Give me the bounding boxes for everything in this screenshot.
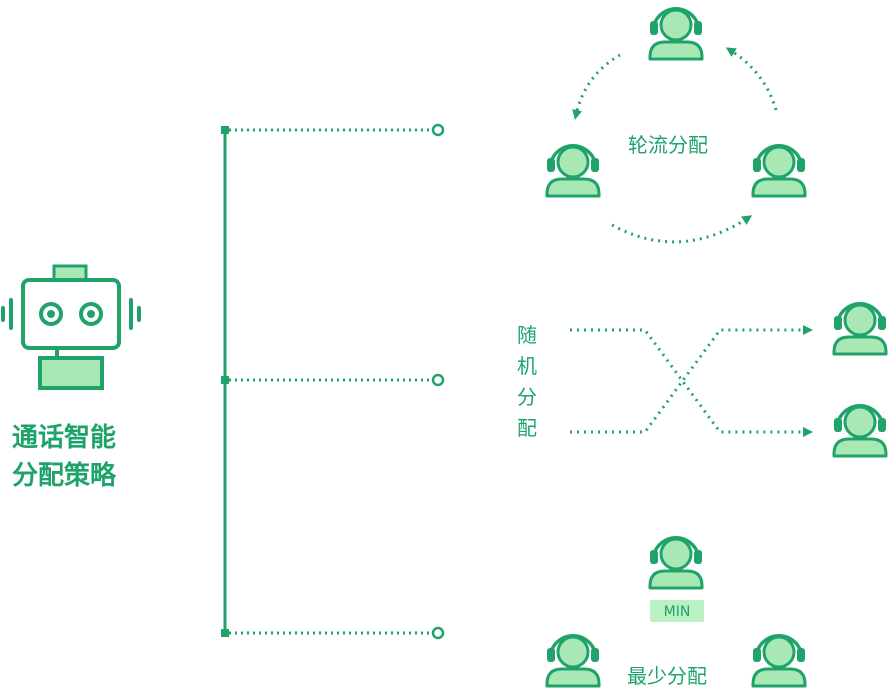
arrow-icon	[570, 325, 813, 434]
agent-headset-icon	[545, 143, 601, 198]
round-robin-label: 轮流分配	[628, 133, 708, 157]
agent-headset-icon	[648, 535, 704, 590]
arrow-icon	[570, 328, 813, 437]
random-label-char-2: 机	[517, 354, 537, 378]
random-label-char-4: 配	[517, 416, 537, 440]
random-group: 随 机 分 配	[517, 301, 888, 458]
branch-lines	[221, 123, 445, 640]
arrow-icon	[611, 215, 753, 244]
min-badge	[650, 600, 704, 622]
random-label-char-1: 随	[517, 323, 537, 347]
least-group: MIN 最少分配	[545, 535, 807, 688]
agent-headset-icon	[545, 633, 601, 688]
min-badge-text: MIN	[664, 604, 691, 620]
arrow-icon	[725, 47, 778, 111]
robot-icon	[1, 264, 141, 390]
robot-title-line2: 分配策略	[12, 460, 117, 491]
round-robin-group: 轮流分配	[545, 6, 807, 244]
agent-headset-icon	[832, 301, 888, 356]
least-label: 最少分配	[627, 664, 707, 688]
agent-headset-icon	[751, 633, 807, 688]
arrow-icon	[572, 53, 621, 120]
robot-title-line1: 通话智能	[12, 422, 116, 453]
agent-headset-icon	[648, 6, 704, 61]
agent-headset-icon	[832, 403, 888, 458]
agent-headset-icon	[751, 143, 807, 198]
random-label-char-3: 分	[517, 385, 537, 409]
